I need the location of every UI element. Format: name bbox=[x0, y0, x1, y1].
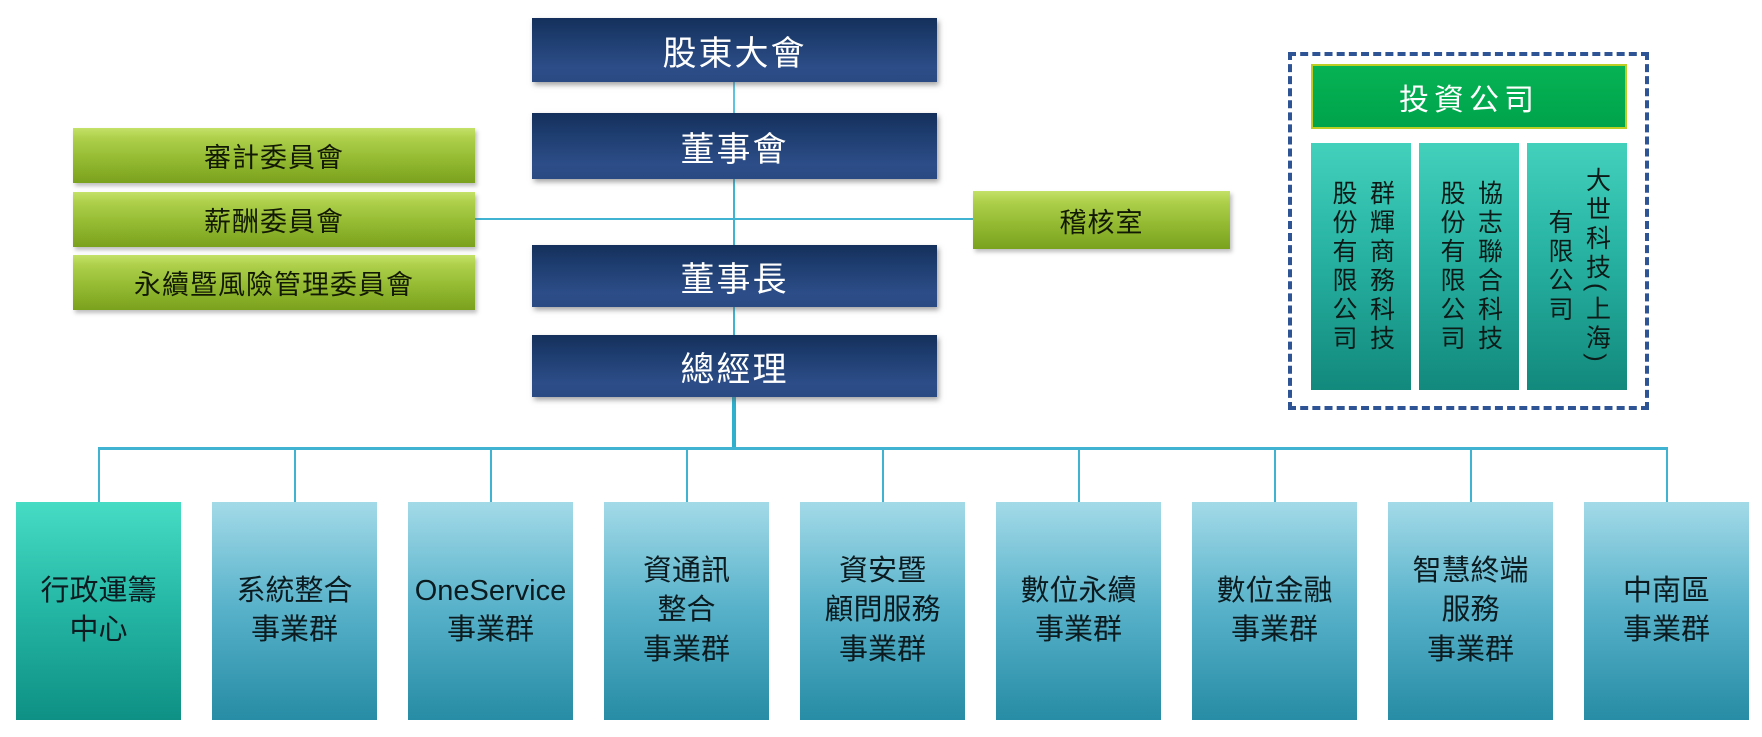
unit-ict-integration: 資通訊 整合 事業群 bbox=[604, 502, 769, 720]
node-president-label: 總經理 bbox=[680, 350, 789, 389]
connector-drop-unit-9 bbox=[1666, 449, 1668, 503]
node-president: 總經理 bbox=[532, 335, 937, 397]
committee-compensation: 薪酬委員會 bbox=[73, 192, 475, 247]
subsidiary-hsiehchih: 協志聯合科技 股份有限公司 bbox=[1419, 143, 1519, 390]
connector-chairman-president bbox=[733, 307, 735, 335]
connector-board-chairman bbox=[733, 179, 735, 245]
node-shareholders-meeting: 股東大會 bbox=[532, 18, 937, 82]
investment-group-header: 投資公司 bbox=[1311, 64, 1627, 129]
connector-committees-audit-office bbox=[475, 218, 973, 220]
connector-drop-unit-4 bbox=[686, 449, 688, 503]
connector-president-main bbox=[732, 397, 736, 449]
connector-drop-unit-3 bbox=[490, 449, 492, 503]
connector-drop-unit-1 bbox=[98, 449, 100, 503]
node-board-label: 董事會 bbox=[680, 130, 789, 169]
committee-sustainability-risk-label: 永續暨風險管理委員會 bbox=[134, 270, 414, 300]
node-chairman-label: 董事長 bbox=[680, 260, 789, 299]
subsidiary-tashih-shanghai-name: 大世科技(上海) 有限公司 bbox=[1545, 167, 1611, 366]
committee-audit-label: 審計委員會 bbox=[204, 143, 344, 173]
node-shareholders-label: 股東大會 bbox=[662, 34, 807, 73]
unit-digital-finance: 數位金融 事業群 bbox=[1192, 502, 1357, 720]
committee-sustainability-risk: 永續暨風險管理委員會 bbox=[73, 255, 475, 310]
unit-administration-center: 行政運籌 中心 bbox=[16, 502, 181, 720]
connector-drop-unit-5 bbox=[882, 449, 884, 503]
node-audit-office: 稽核室 bbox=[973, 191, 1230, 249]
connector-drop-unit-2 bbox=[294, 449, 296, 503]
connector-drop-unit-8 bbox=[1470, 449, 1472, 503]
connector-shareholders-board bbox=[733, 82, 735, 114]
node-board-of-directors: 董事會 bbox=[532, 113, 937, 179]
audit-office-label: 稽核室 bbox=[1059, 207, 1144, 238]
committee-audit: 審計委員會 bbox=[73, 128, 475, 183]
connector-main-horizontal bbox=[98, 447, 1668, 450]
unit-security-consulting: 資安暨 顧問服務 事業群 bbox=[800, 502, 965, 720]
unit-smart-terminal-service: 智慧終端 服務 事業群 bbox=[1388, 502, 1553, 720]
investment-group-frame bbox=[1288, 52, 1649, 410]
connector-drop-unit-7 bbox=[1274, 449, 1276, 503]
subsidiary-tashih-shanghai: 大世科技(上海) 有限公司 bbox=[1527, 143, 1627, 390]
unit-system-integration: 系統整合 事業群 bbox=[212, 502, 377, 720]
committee-compensation-label: 薪酬委員會 bbox=[204, 207, 344, 237]
investment-group-title: 投資公司 bbox=[1399, 83, 1539, 117]
subsidiary-chunghwei-name: 群輝商務科技 股份有限公司 bbox=[1329, 179, 1395, 354]
unit-digital-sustainability: 數位永續 事業群 bbox=[996, 502, 1161, 720]
unit-central-southern-region: 中南區 事業群 bbox=[1584, 502, 1749, 720]
subsidiary-hsiehchih-name: 協志聯合科技 股份有限公司 bbox=[1437, 179, 1503, 354]
connector-drop-unit-6 bbox=[1078, 449, 1080, 503]
subsidiary-chunghwei: 群輝商務科技 股份有限公司 bbox=[1311, 143, 1411, 390]
unit-oneservice: OneService 事業群 bbox=[408, 502, 573, 720]
node-chairman: 董事長 bbox=[532, 245, 937, 307]
